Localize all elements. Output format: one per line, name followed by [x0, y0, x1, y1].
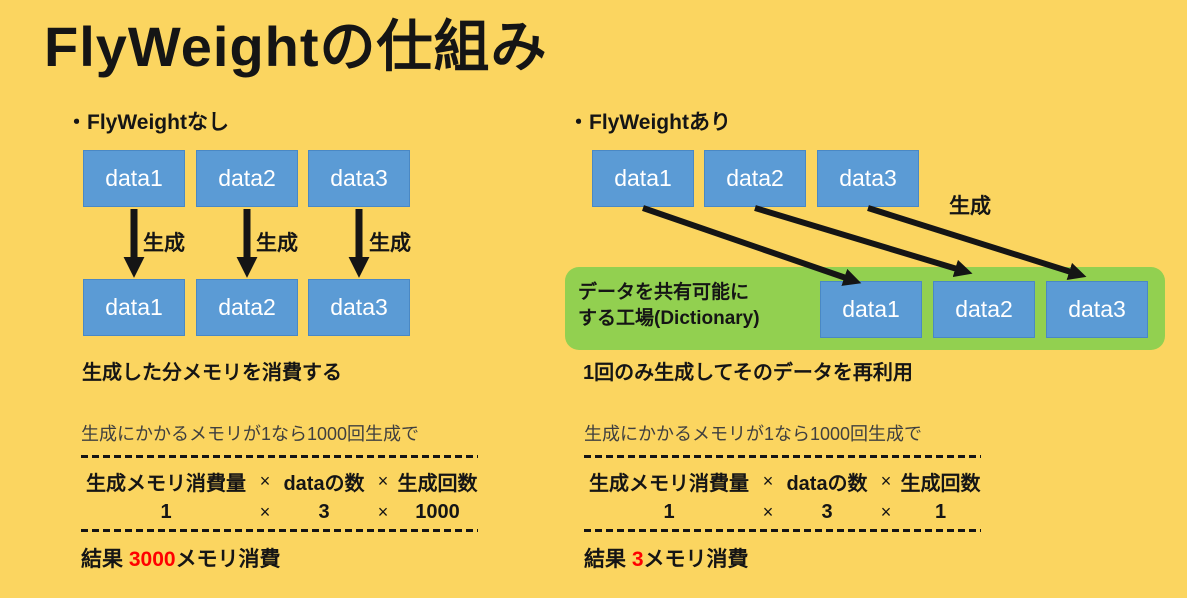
multiply-sign: ×	[762, 502, 774, 522]
right-divider-bottom	[584, 529, 981, 532]
right-result: 結果 3メモリ消費	[584, 543, 749, 573]
left-result-value: 3000	[128, 548, 176, 571]
formula-value-count: 3	[821, 501, 833, 523]
factory-box-data3: data3	[1046, 281, 1148, 338]
left-divider-top	[81, 455, 478, 458]
formula-value-memory: 1	[663, 501, 675, 523]
formula-term-count: dataの数	[786, 473, 868, 495]
left-arrow-label-3: 生成	[369, 232, 411, 255]
multiply-sign: ×	[259, 471, 271, 491]
multiply-sign: ×	[259, 502, 271, 522]
multiply-sign: ×	[377, 502, 389, 522]
left-bottom-box-data2: data2	[196, 279, 298, 336]
left-top-box-data2: data2	[196, 150, 298, 207]
left-top-box-data3: data3	[308, 150, 410, 207]
left-result: 結果 3000メモリ消費	[81, 543, 281, 573]
left-formula: 生成メモリ消費量 × dataの数 × 生成回数 1 × 3 × 1000	[81, 467, 478, 524]
right-section-heading: ・FlyWeightあり	[568, 111, 731, 134]
formula-term-memory: 生成メモリ消費量	[86, 473, 246, 495]
left-arrow-label-1: 生成	[143, 232, 185, 255]
left-divider-bottom	[81, 529, 478, 532]
multiply-sign: ×	[880, 471, 892, 491]
formula-term-count: dataの数	[283, 473, 365, 495]
formula-value-memory: 1	[160, 501, 172, 523]
left-arrow-label-2: 生成	[256, 232, 298, 255]
factory-box-data2: data2	[933, 281, 1035, 338]
left-result-suffix: メモリ消費	[175, 548, 281, 571]
right-formula: 生成メモリ消費量 × dataの数 × 生成回数 1 × 3 × 1	[584, 467, 981, 524]
right-top-box-data1: data1	[592, 150, 694, 207]
factory-label: データを共有可能に する工場(Dictionary)	[578, 280, 760, 332]
left-note: 生成にかかるメモリが1なら1000回生成で	[81, 424, 420, 444]
right-top-box-data2: data2	[704, 150, 806, 207]
formula-value-times: 1000	[415, 501, 460, 523]
right-result-value: 3	[631, 548, 644, 571]
formula-term-memory: 生成メモリ消費量	[589, 473, 749, 495]
formula-term-times: 生成回数	[397, 473, 478, 495]
left-top-box-data1: data1	[83, 150, 185, 207]
factory-label-line1: データを共有可能に	[578, 282, 750, 303]
right-note: 生成にかかるメモリが1なら1000回生成で	[584, 424, 923, 444]
generate-arrow-right-2	[754, 205, 973, 278]
right-result-prefix: 結果	[584, 548, 632, 571]
left-bottom-box-data3: data3	[308, 279, 410, 336]
right-caption: 1回のみ生成してそのデータを再利用	[583, 362, 913, 384]
formula-value-count: 3	[318, 501, 330, 523]
factory-label-line2: する工場(Dictionary)	[578, 308, 760, 329]
right-arrow-label: 生成	[949, 195, 991, 218]
right-result-suffix: メモリ消費	[643, 548, 749, 571]
right-top-box-data3: data3	[817, 150, 919, 207]
multiply-sign: ×	[880, 502, 892, 522]
left-result-prefix: 結果	[81, 548, 129, 571]
formula-value-times: 1	[934, 501, 947, 523]
left-section-heading: ・FlyWeightなし	[66, 111, 229, 134]
left-caption: 生成した分メモリを消費する	[82, 362, 342, 384]
multiply-sign: ×	[762, 471, 774, 491]
page-title: FlyWeightの仕組み	[44, 15, 548, 78]
factory-box-data1: data1	[820, 281, 922, 338]
formula-term-times: 生成回数	[900, 473, 981, 495]
multiply-sign: ×	[377, 471, 389, 491]
left-bottom-box-data1: data1	[83, 279, 185, 336]
right-divider-top	[584, 455, 981, 458]
